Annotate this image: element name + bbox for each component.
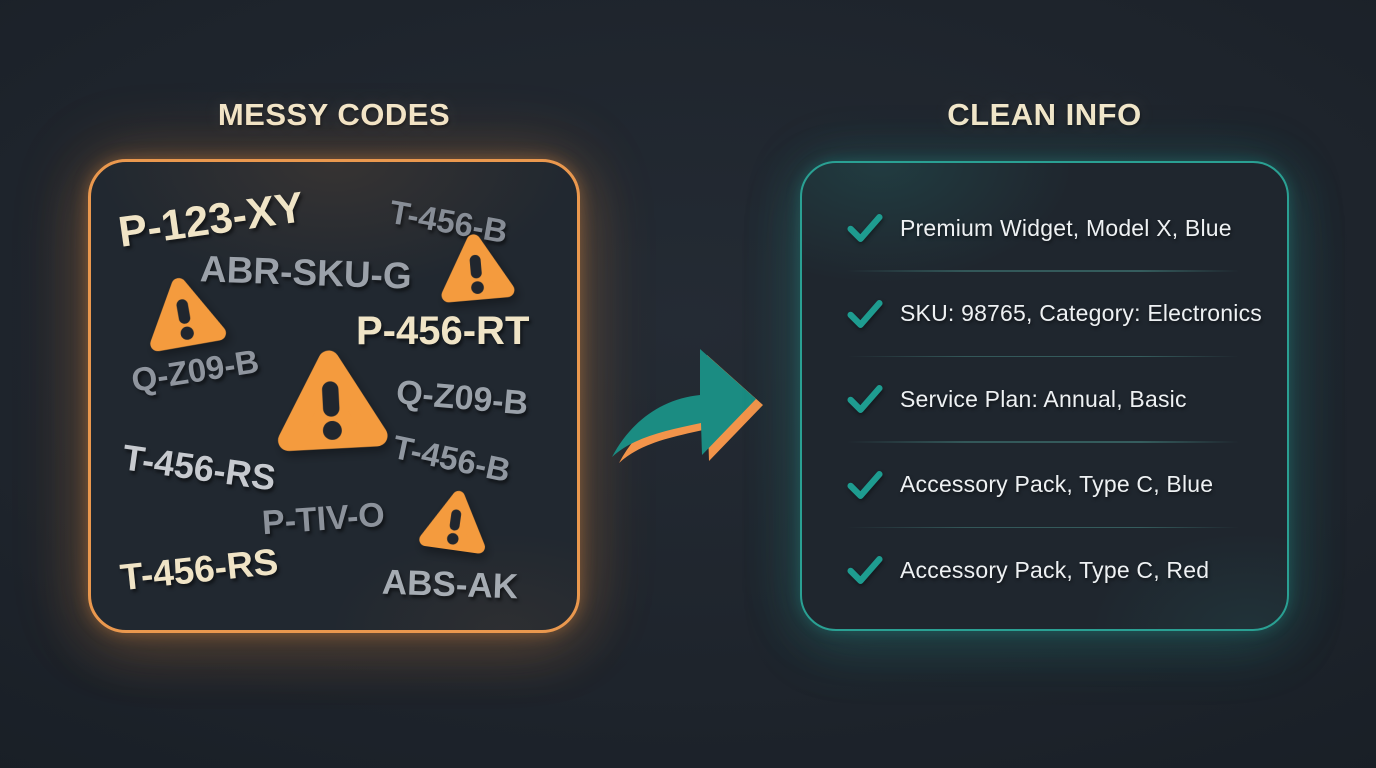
list-item-text: Accessory Pack, Type C, Blue: [900, 471, 1214, 497]
transform-arrow-icon: [606, 337, 770, 469]
divider: [847, 526, 1239, 528]
warning-icon: [133, 264, 235, 366]
messy-code: P-123-XY: [115, 183, 307, 257]
messy-code: P-TIV-O: [260, 495, 386, 543]
list-item: Accessory Pack, Type C, Blue: [847, 443, 1239, 527]
messy-code: P-456-RT: [356, 309, 530, 353]
list-item-text: SKU: 98765, Category: Electronics: [900, 300, 1262, 326]
list-item: Accessory Pack, Type C, Red: [847, 528, 1239, 612]
messy-code: T-456-RS: [118, 540, 281, 599]
divider: [847, 441, 1239, 443]
check-icon: [847, 382, 883, 416]
messy-code: ABS-AK: [381, 562, 519, 607]
divider: [847, 270, 1239, 272]
warning-icon: [265, 338, 397, 470]
clean-info-panel: Premium Widget, Model X, Blue SKU: 98765…: [800, 161, 1289, 631]
messy-codes-title: MESSY CODES: [217, 97, 451, 132]
list-item-text: Service Plan: Annual, Basic: [900, 385, 1187, 412]
check-icon: [847, 468, 883, 502]
messy-code: T-456-B: [389, 428, 514, 490]
list-item: SKU: 98765, Category: Electronics: [847, 272, 1262, 356]
messy-code: T-456-RS: [119, 436, 279, 499]
check-icon: [847, 553, 883, 587]
check-icon: [847, 297, 883, 331]
check-icon: [847, 211, 883, 245]
clean-info-list: Premium Widget, Model X, Blue SKU: 98765…: [847, 186, 1262, 612]
messy-code: Q-Z09-B: [394, 373, 530, 423]
list-item-text: Premium Widget, Model X, Blue: [900, 214, 1232, 241]
divider: [847, 355, 1239, 357]
messy-code: ABR-SKU-G: [199, 248, 413, 297]
list-item: Service Plan: Annual, Basic: [847, 357, 1239, 441]
list-item-text: Accessory Pack, Type C, Red: [900, 556, 1210, 583]
clean-info-title: CLEAN INFO: [947, 97, 1142, 132]
warning-icon: [430, 224, 521, 315]
list-item: Premium Widget, Model X, Blue: [847, 186, 1239, 270]
messy-codes-panel: P-123-XY T-456-B ABR-SKU-G P-456-RT Q-Z0…: [88, 159, 580, 633]
warning-icon: [412, 480, 498, 566]
